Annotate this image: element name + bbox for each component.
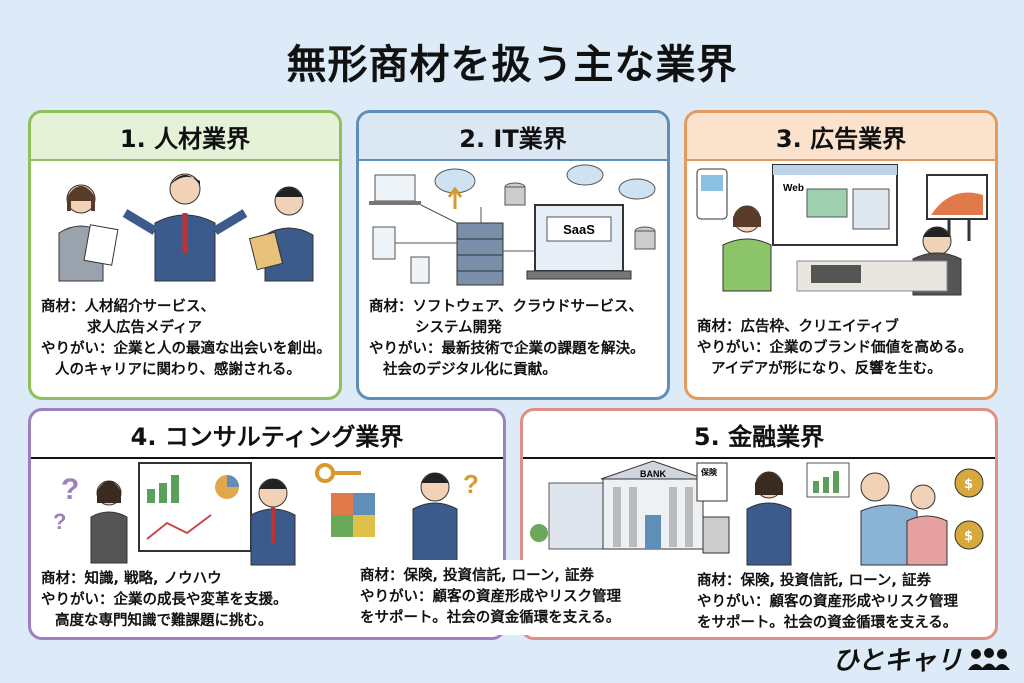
card-description: 商材：ソフトウェア、クラウドサービス、 システム開発 やりがい：最新技術で企業の…: [369, 299, 645, 378]
brand-logo: ひとキャリ: [833, 640, 1012, 677]
cloud-upload-icon: [434, 168, 476, 209]
saas-laptop-icon: SaaS: [526, 204, 632, 280]
svg-text:$: $: [964, 477, 973, 492]
insurance-label: 保険: [700, 467, 718, 477]
card-koukoku: 3. 広告業界 Web 商材：広告枠、クリエイティブ やりがい：企業のブランド価…: [684, 110, 998, 400]
growth-chart-icon: [806, 462, 850, 498]
phone-ad-icon: [696, 168, 728, 220]
card-description: 商材：知識, 戦略, ノウハウ やりがい：企業の成長や変革を支援。 高度な専門知…: [41, 571, 288, 629]
chart-board-icon: [138, 462, 252, 552]
key-icon: [315, 463, 361, 483]
man-presenting-icon: [122, 173, 248, 282]
man-presenting-icon: [412, 472, 458, 566]
card-heading: 4. コンサルティング業界: [31, 411, 503, 459]
middle-description: 商材：保険, 投資信託, ローン, 証券 やりがい：顧客の資産形成やリスク管理 …: [352, 560, 668, 635]
customer-couple-icon: [860, 472, 948, 566]
man-consultant-icon: [250, 478, 296, 566]
card-heading: 3. 広告業界: [687, 113, 995, 161]
money-bag-icon: $$: [954, 468, 984, 550]
man-with-clipboard-icon: [248, 186, 314, 282]
it-illustration: SaaS: [369, 164, 656, 286]
card-heading: 2. IT業界: [359, 113, 667, 161]
card-description: 商材：広告枠、クリエイティブ やりがい：企業のブランド価値を高める。 アイデアが…: [697, 319, 973, 377]
question-mark-icon: ??: [53, 473, 79, 534]
server-icon: [456, 222, 504, 286]
woman-thinking-icon: [90, 480, 128, 564]
puzzle-icon: [331, 493, 375, 537]
bank-label: BANK: [640, 469, 666, 479]
bank-building-icon: BANK: [530, 460, 706, 550]
card-heading: 1. 人材業界: [31, 113, 339, 161]
finance-illustration: BANK 保険 $$: [530, 460, 984, 566]
card-it: 2. IT業界 SaaS 商材：ソフトウェア、クラウドサービス、 システム開発 …: [356, 110, 670, 400]
database-icon: [634, 226, 656, 250]
consulting-illustration: ?? ?: [53, 462, 479, 566]
logo-text: ひとキャリ: [832, 646, 962, 676]
card-consulting: 4. コンサルティング業界 ?? ? 商材：知識, 戦略, ノウハウ やりがい：…: [28, 408, 506, 640]
tablet-icon: [372, 226, 396, 260]
cloud-icon: [618, 178, 656, 200]
svg-text:?: ?: [53, 509, 66, 534]
card-heading: 5. 金融業界: [523, 411, 995, 459]
svg-text:$: $: [964, 529, 973, 544]
woman-with-resume-icon: [58, 184, 119, 282]
cloud-sync-icon: [566, 164, 604, 186]
svg-text:?: ?: [61, 473, 79, 506]
question-mark-icon: ?: [463, 469, 479, 499]
calculator-icon: [702, 516, 730, 554]
woman-designer-icon: [722, 205, 772, 292]
web-screen-icon: Web: [772, 164, 898, 246]
insurance-document-icon: 保険: [696, 462, 728, 502]
laptop-icon: [369, 174, 421, 205]
advertising-illustration: Web: [696, 164, 988, 296]
card-description: 商材：人材紹介サービス、 求人広告メディア やりがい：企業と人の最適な出会いを創…: [41, 299, 331, 378]
billboard-icon: [926, 174, 988, 241]
page-title: 無形商材を扱う主な業界: [286, 42, 738, 88]
saas-label: SaaS: [563, 222, 595, 237]
people-illustration: [58, 173, 314, 282]
svg-text:?: ?: [463, 469, 479, 499]
woman-advisor-icon: [746, 471, 792, 566]
card-jinzai: 1. 人材業界 商材：人材紹介サービス、 求人広告メディア やりがい：企業と人の…: [28, 110, 342, 400]
card-description: 商材：保険, 投資信託, ローン, 証券 やりがい：顧客の資産形成やリスク管理 …: [697, 573, 958, 631]
web-label: Web: [783, 183, 804, 194]
people-group-icon: [968, 647, 1010, 670]
phone-icon: [410, 256, 430, 284]
database-icon: [504, 182, 526, 206]
